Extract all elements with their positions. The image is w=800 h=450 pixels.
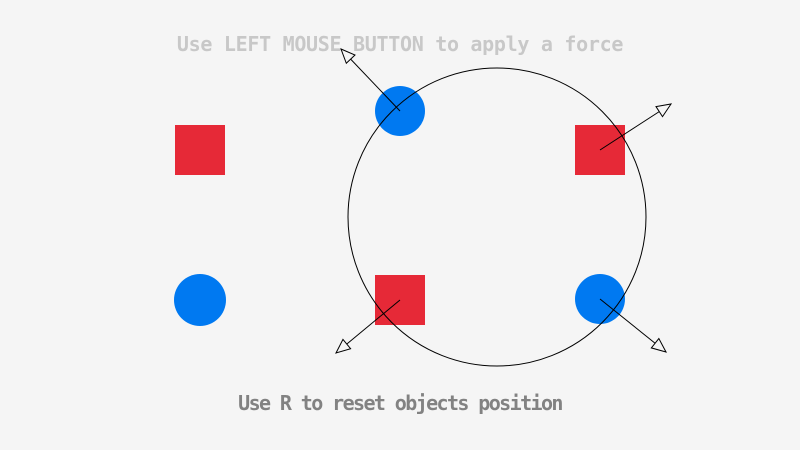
force-arrow-top-left [340,48,401,112]
force-arrow-bottom-left [335,299,401,354]
force-arrow-top-right-head-icon [655,103,673,118]
force-arrow-bottom-left-head-icon [335,338,352,354]
force-arrow-top-right [599,103,673,151]
force-arrow-top-left-head-icon [340,48,356,65]
reset-instruction: Use R to reset objects position [238,391,563,415]
force-arrow-bottom-right-head-icon [650,337,667,353]
force-arrow-bottom-right [599,298,667,353]
apply-force-instruction: Use LEFT MOUSE BUTTON to apply a force [176,32,624,56]
red-square-left[interactable] [175,125,225,175]
blue-circle-left[interactable] [174,274,226,326]
boundary-circle-outline [347,67,647,367]
